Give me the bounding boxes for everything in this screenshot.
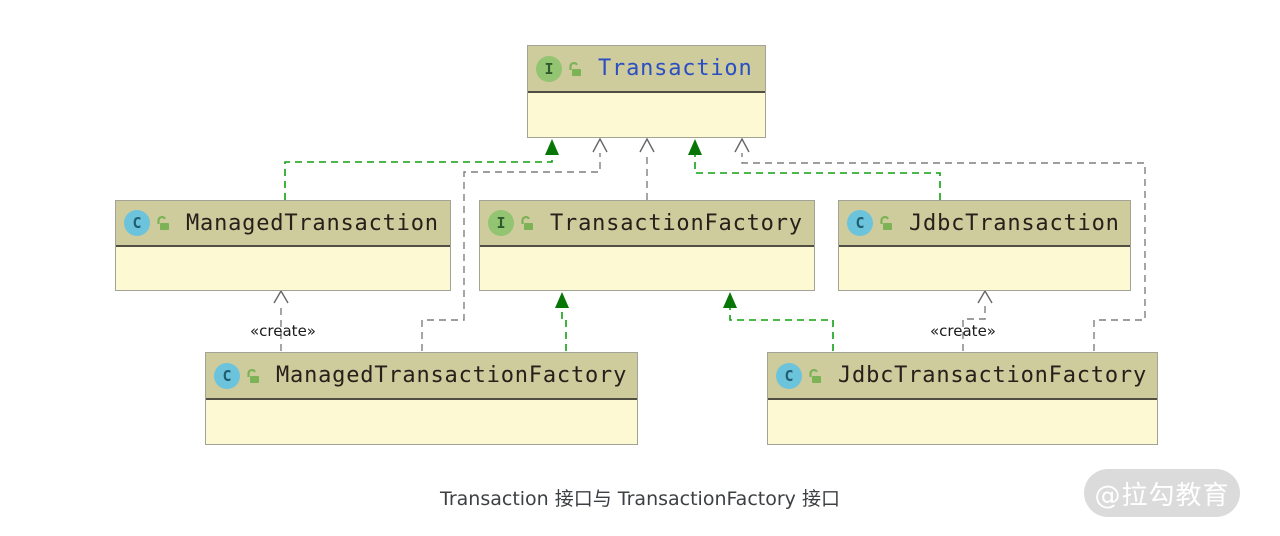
implements-arrowhead [688,139,702,155]
class-icon: C [214,362,240,389]
edge-jdbctransactionfactory-implements-transactionfactory [729,308,834,351]
class-name: TransactionFactory [550,210,803,236]
implements-arrowhead [723,292,737,308]
class-name: Transaction [598,56,753,81]
class-icon: C [847,210,873,236]
class-box-header: C JdbcTransactionFactory [768,353,1157,400]
public-lock-icon [809,368,821,383]
class-box-jdbc-transaction[interactable]: C JdbcTransaction [838,200,1131,291]
dependency-arrowhead [273,289,289,304]
class-box-body [480,247,814,290]
create-stereotype-label: «create» [250,322,316,340]
class-box-managed-transaction[interactable]: C ManagedTransaction [115,200,451,291]
class-name: ManagedTransactionFactory [276,363,628,388]
class-box-body [768,400,1157,444]
watermark-badge: @拉勾教育 [1084,469,1240,517]
class-box-header: C ManagedTransactionFactory [206,353,637,400]
class-box-body [206,400,637,444]
implements-arrowhead [545,139,559,155]
interface-icon: I [488,210,514,236]
implements-arrowhead [555,292,569,308]
class-name: JdbcTransactionFactory [838,363,1147,388]
class-name: ManagedTransaction [186,210,439,236]
dependency-arrowhead [592,137,608,153]
dependency-arrowhead [639,137,655,153]
public-lock-icon [880,216,892,230]
edge-jdbctransaction-implements-transaction [694,154,941,200]
class-box-header: I TransactionFactory [480,201,814,247]
class-box-transaction[interactable]: I Transaction [527,45,766,138]
class-box-body [528,93,765,137]
public-lock-icon [521,216,533,230]
public-lock-icon [247,368,259,383]
dependency-arrowhead [977,289,993,304]
class-box-managed-transaction-factory[interactable]: C ManagedTransactionFactory [205,352,638,445]
class-box-header: I Transaction [528,46,765,93]
class-box-body [116,247,450,290]
dependency-arrowhead [734,137,750,153]
figure-caption: Transaction 接口与 TransactionFactory 接口 [440,488,840,510]
public-lock-icon [157,216,169,230]
edge-managedtransaction-implements-transaction [284,154,553,200]
class-box-jdbc-transaction-factory[interactable]: C JdbcTransactionFactory [767,352,1158,445]
class-box-body [839,247,1130,290]
class-box-header: C JdbcTransaction [839,201,1130,247]
interface-icon: I [536,55,562,82]
class-icon: C [124,210,150,236]
create-stereotype-label: «create» [930,322,996,340]
class-box-header: C ManagedTransaction [116,201,450,247]
class-name: JdbcTransaction [909,210,1120,236]
class-icon: C [776,362,802,389]
edge-managedtransactionfactory-implements-transactionfactory [561,308,567,351]
class-box-transaction-factory[interactable]: I TransactionFactory [479,200,815,291]
public-lock-icon [569,61,581,76]
